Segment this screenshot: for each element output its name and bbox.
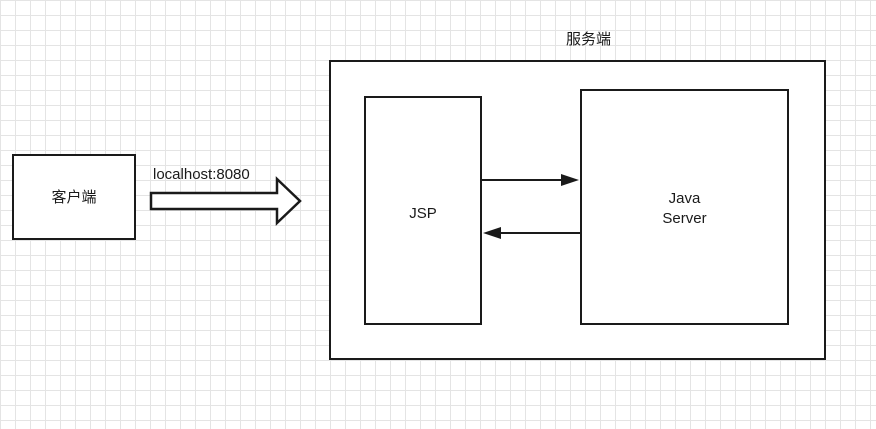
java-server-node: Java Server <box>580 89 789 325</box>
client-label: 客户端 <box>51 189 97 206</box>
jsp-label: JSP <box>409 205 437 222</box>
jsp-node: JSP <box>364 96 482 325</box>
client-to-server-arrow <box>149 176 302 226</box>
client-to-server-edge-label: localhost:8080 <box>153 166 250 183</box>
server-group-label: 服务端 <box>566 31 612 48</box>
java-server-label-line2: Server <box>662 210 707 227</box>
client-node: 客户端 <box>12 154 136 240</box>
java-server-label-line1: Java <box>668 190 701 207</box>
